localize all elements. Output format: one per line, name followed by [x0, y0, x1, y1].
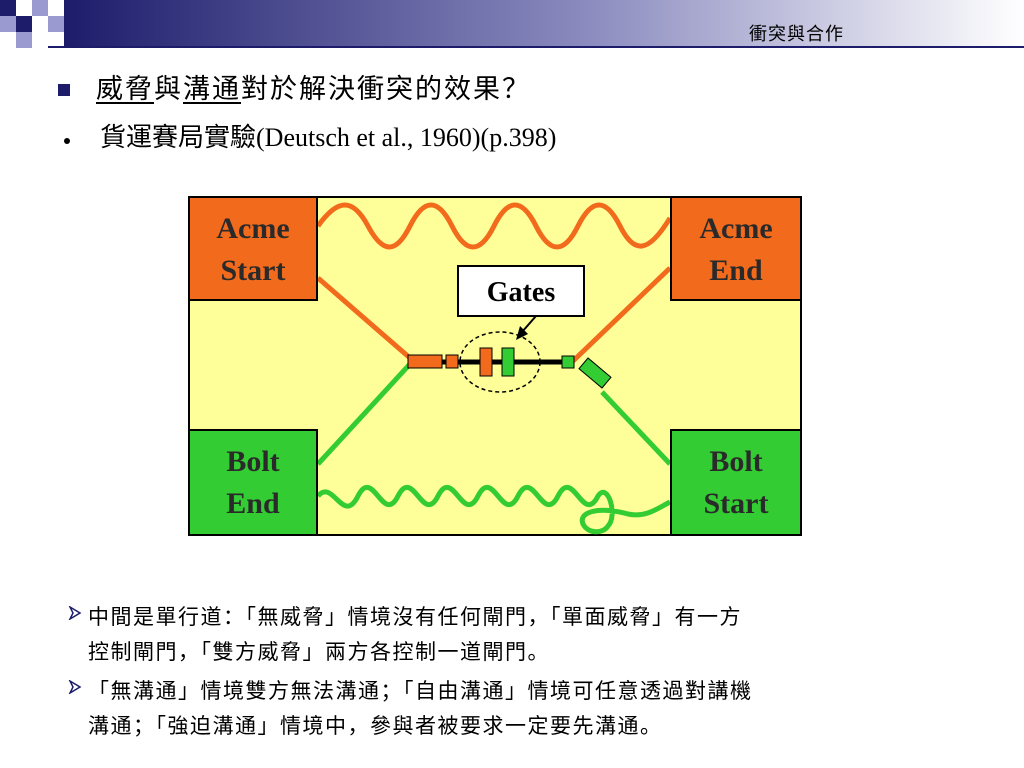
note-line: 溝通；「強迫溝通」情境中，參與者被要求一定要先溝通。	[88, 714, 663, 738]
gates-label: Gates	[487, 277, 556, 308]
note-text: 「無溝通」情境雙方無法溝通；「自由溝通」情境可任意透過對講機 溝通；「強迫溝通」…	[88, 674, 968, 744]
question-bullet: 威脅與溝通對於解決衝突的效果？	[58, 72, 531, 108]
slide-header-title: 衝突與合作	[749, 24, 844, 45]
acme-end-line2: End	[709, 254, 763, 287]
question-text: 威脅與溝通對於解決衝突的效果？	[96, 72, 531, 108]
bolt-main-route-right	[600, 390, 672, 466]
bolt-truck-block-small	[561, 355, 575, 369]
note-item: 「無溝通」情境雙方無法溝通；「自由溝通」情境可任意透過對講機 溝通；「強迫溝通」…	[62, 674, 968, 744]
bolt-alternate-route	[316, 485, 672, 535]
acme-truck-block-small	[445, 354, 459, 369]
header-decoration	[0, 0, 1024, 48]
gates-arrow-shaft	[521, 315, 537, 333]
acme-alternate-route	[315, 202, 673, 250]
bolt-end-line1: Bolt	[226, 445, 279, 478]
bolt-main-route-left	[316, 362, 412, 466]
experiment-bullet: 貨運賽局實驗(Deutsch et al., 1960)(p.398)	[58, 120, 556, 156]
bolt-end-line2: End	[226, 487, 280, 520]
trucking-game-diagram: Gates Acme Start Acme End Bolt End Bolt …	[188, 196, 802, 536]
experiment-text: 貨運賽局實驗(Deutsch et al., 1960)(p.398)	[100, 120, 556, 156]
question-word-threat: 威脅	[96, 74, 154, 105]
gates-label-box	[457, 265, 585, 317]
note-text: 中間是單行道：「無威脅」情境沒有任何閘門，「單面威脅」有一方 控制閘門，「雙方威…	[88, 600, 968, 670]
bolt-start-line2: Start	[704, 487, 769, 520]
question-word-communication: 溝通	[183, 74, 241, 105]
experiment-name: 貨運賽局實驗	[100, 123, 257, 153]
experiment-citation: (Deutsch et al., 1960)(p.398)	[256, 123, 557, 152]
bolt-end-box: Bolt End	[188, 429, 318, 536]
bolt-gate	[501, 347, 515, 377]
note-line: 「無溝通」情境雙方無法溝通；「自由溝通」情境可任意透過對講機	[88, 679, 753, 703]
acme-main-route-right	[570, 266, 672, 364]
dot-bullet-icon	[64, 138, 70, 144]
arrow-bullet-icon	[68, 606, 82, 620]
gates-arrow-head	[516, 326, 528, 340]
arrow-bullet-icon	[68, 680, 82, 694]
acme-main-route-left	[316, 276, 412, 360]
note-line: 控制閘門，「雙方威脅」兩方各控制一道閘門。	[88, 640, 550, 664]
acme-end-box: Acme End	[670, 196, 802, 301]
acme-start-line1: Acme	[216, 212, 289, 245]
acme-start-box: Acme Start	[188, 196, 318, 301]
acme-truck-block	[407, 354, 443, 369]
acme-gate	[479, 347, 493, 377]
note-item: 中間是單行道：「無威脅」情境沒有任何閘門，「單面威脅」有一方 控制閘門，「雙方威…	[62, 600, 968, 670]
bolt-start-line1: Bolt	[709, 445, 762, 478]
question-rest: 對於解決衝突的效果？	[241, 74, 531, 105]
question-word-and: 與	[154, 74, 183, 105]
acme-start-line2: Start	[221, 254, 286, 287]
acme-end-line1: Acme	[699, 212, 772, 245]
square-bullet-icon	[58, 84, 70, 96]
bolt-start-box: Bolt Start	[670, 429, 802, 536]
gates-highlight-circle	[459, 331, 541, 393]
bolt-truck-block	[578, 357, 612, 389]
note-line: 中間是單行道：「無威脅」情境沒有任何閘門，「單面威脅」有一方	[88, 605, 742, 629]
